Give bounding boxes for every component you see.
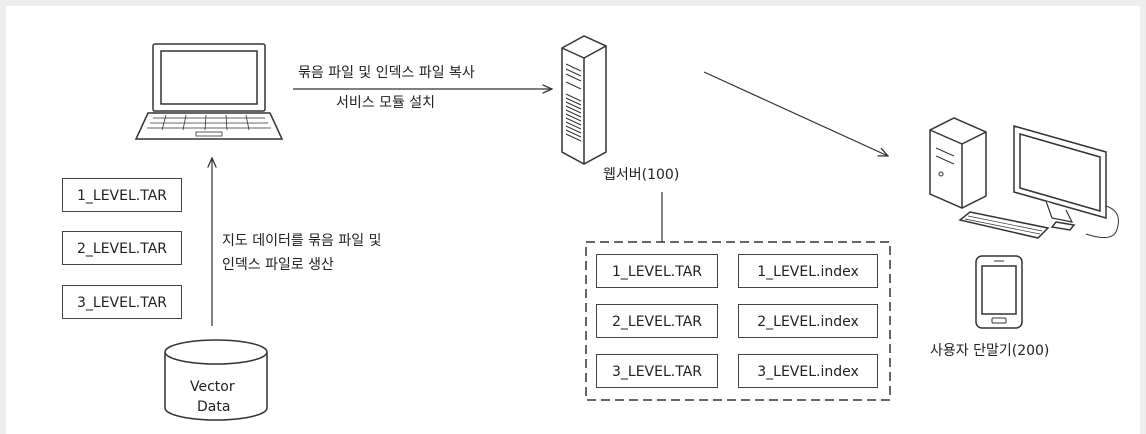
copy-label-line1: 묶음 파일 및 인덱스 파일 복사 [298, 65, 475, 81]
diagram-drawing [134, 35, 1119, 421]
index-file-box: 2_LEVEL.index [738, 304, 878, 338]
produce-label-line2: 인덱스 파일로 생산 [222, 257, 334, 273]
diagram-canvas: 1_LEVEL.TAR 2_LEVEL.TAR 3_LEVEL.TAR 1_LE… [6, 6, 1140, 434]
copy-label-line2: 서비스 모듈 설치 [336, 95, 436, 111]
server-icon [561, 35, 607, 165]
index-file-box: 1_LEVEL.index [738, 254, 878, 288]
laptop-icon [134, 43, 284, 140]
database-cylinder-icon [164, 339, 268, 421]
file-box: 2_LEVEL.TAR [62, 231, 182, 265]
desktop-computer-icon [929, 117, 1119, 239]
mobile-phone-icon [975, 255, 1023, 329]
file-box: 1_LEVEL.TAR [62, 178, 182, 212]
file-box: 2_LEVEL.TAR [596, 304, 718, 338]
file-box: 3_LEVEL.TAR [596, 354, 718, 388]
user-terminal-label: 사용자 단말기(200) [930, 343, 1050, 359]
server-file-group [585, 241, 891, 401]
file-box: 1_LEVEL.TAR [596, 254, 718, 288]
produce-label-line1: 지도 데이터를 묶음 파일 및 [222, 233, 382, 249]
vector-data-label-line1: Vector [190, 379, 235, 395]
arrow-server-to-user [703, 71, 888, 156]
file-box: 3_LEVEL.TAR [62, 285, 182, 319]
web-server-label: 웹서버(100) [603, 167, 680, 183]
vector-data-label-line2: Data [197, 399, 231, 415]
index-file-box: 3_LEVEL.index [738, 354, 878, 388]
